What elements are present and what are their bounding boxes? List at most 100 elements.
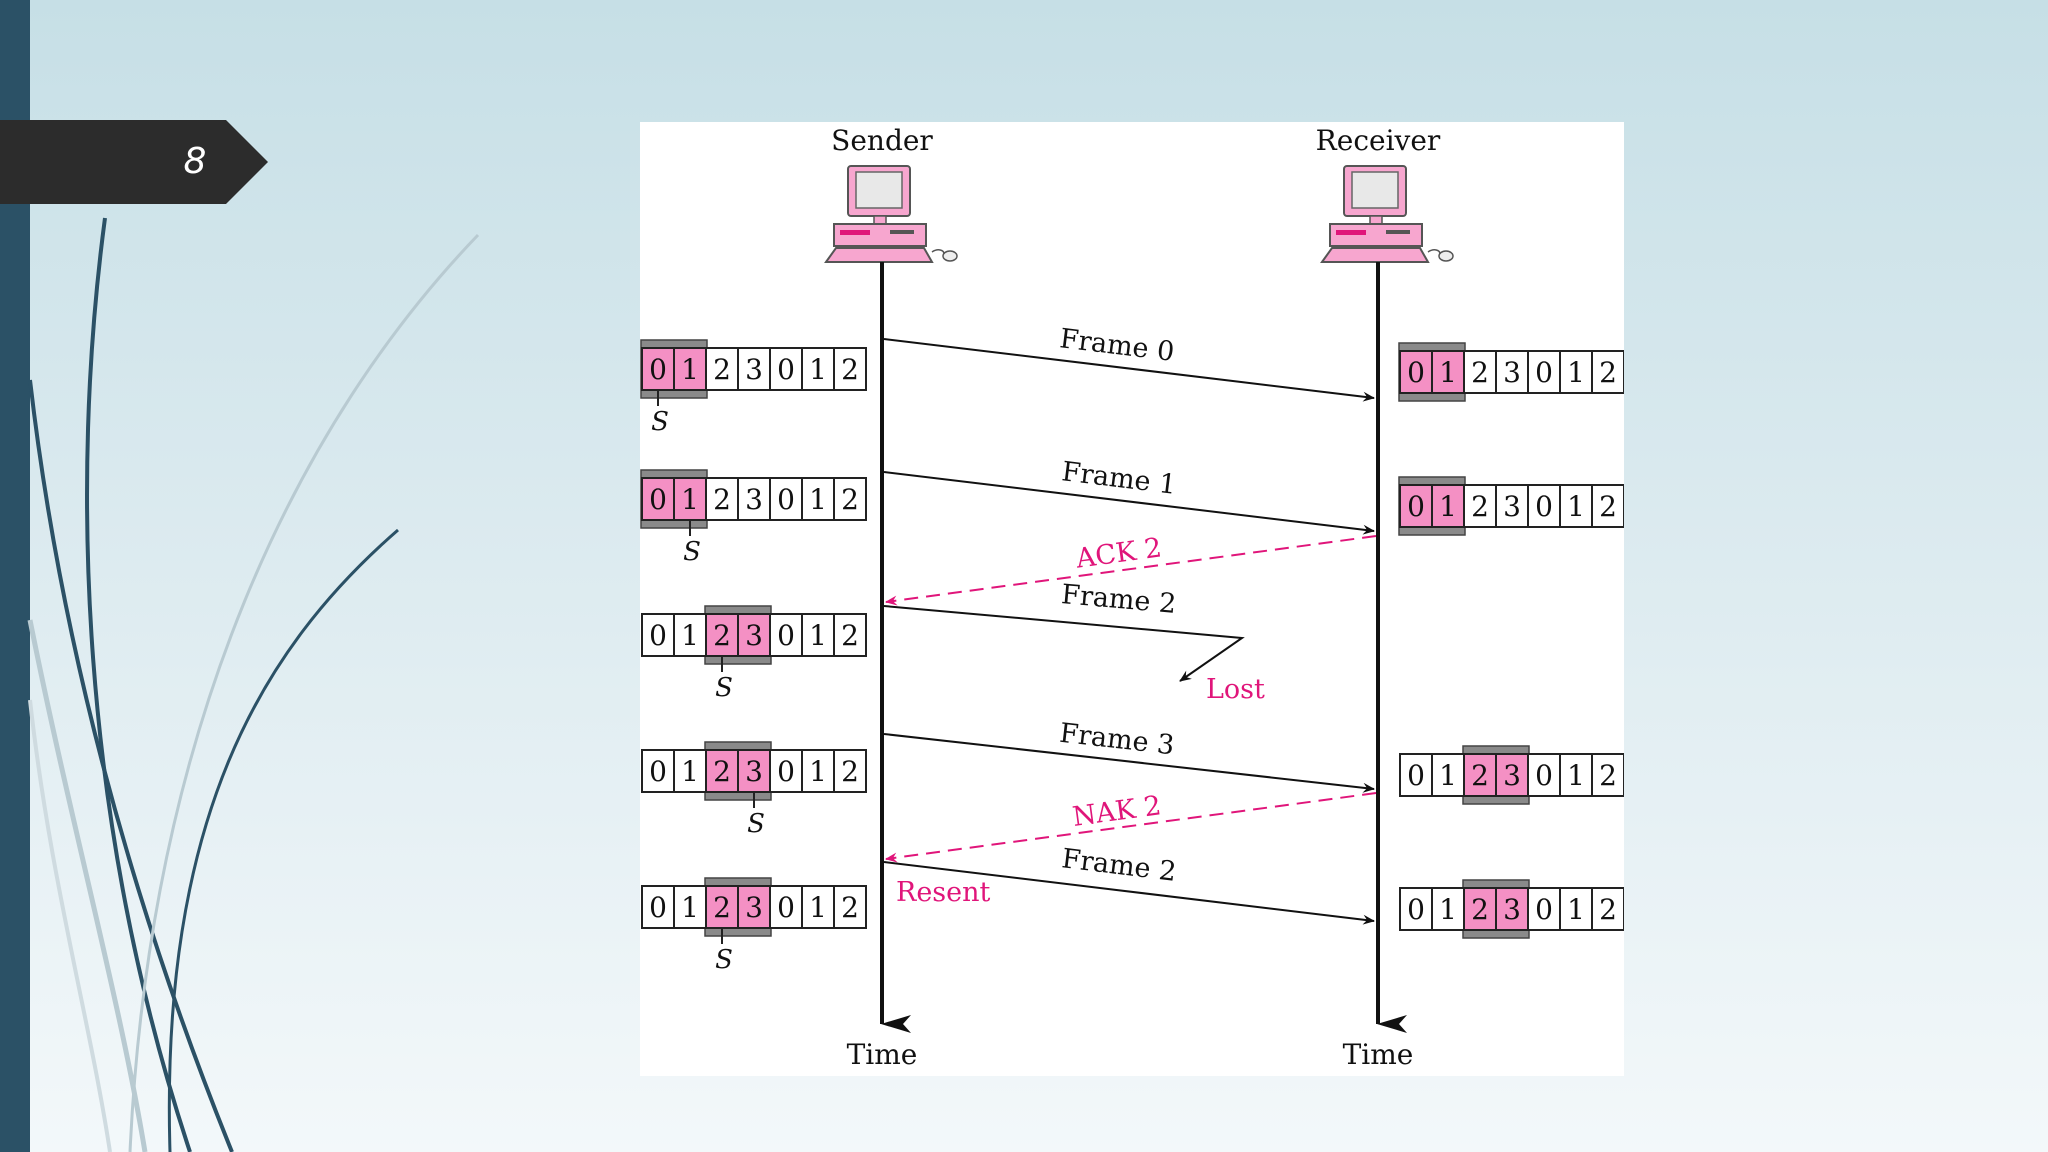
sequence-cell bbox=[641, 885, 675, 929]
nak-2-arrow bbox=[885, 792, 1377, 863]
sender-label: Sender bbox=[831, 124, 933, 157]
sequence-number: 1 bbox=[681, 619, 699, 652]
sequence-cell bbox=[1591, 753, 1624, 797]
send-pointer-label: S bbox=[747, 809, 765, 839]
sequence-number: 1 bbox=[1439, 490, 1457, 523]
sequence-number: 0 bbox=[1535, 759, 1553, 792]
sequence-cell bbox=[641, 347, 675, 391]
sequence-number: 0 bbox=[649, 755, 667, 788]
diagram-canvas: Sender Receiver Tim bbox=[640, 124, 1624, 1071]
ack-2-label: ACK 2 bbox=[1073, 532, 1163, 574]
sequence-number: 3 bbox=[1503, 893, 1521, 926]
sequence-number: 1 bbox=[681, 891, 699, 924]
send-pointer-label: S bbox=[715, 945, 733, 975]
sequence-number: 2 bbox=[841, 353, 859, 386]
sequence-cell bbox=[705, 885, 739, 929]
lost-label: Lost bbox=[1206, 674, 1265, 705]
sequence-number: 3 bbox=[1503, 490, 1521, 523]
slide-number: 8 bbox=[183, 141, 207, 182]
send-pointer-label: S bbox=[651, 407, 669, 437]
sequence-number: 2 bbox=[713, 353, 731, 386]
sequence-cell bbox=[673, 347, 707, 391]
sequence-cell bbox=[801, 477, 835, 521]
sequence-cell bbox=[801, 613, 835, 657]
sender-time-label: Time bbox=[847, 1038, 918, 1071]
sequence-number: 0 bbox=[777, 483, 795, 516]
sequence-number: 2 bbox=[1471, 759, 1489, 792]
sequence-cell bbox=[769, 749, 803, 793]
sequence-number: 1 bbox=[809, 483, 827, 516]
sequence-cell bbox=[1591, 350, 1624, 394]
sequence-cell bbox=[1559, 887, 1593, 931]
sequence-cell bbox=[673, 885, 707, 929]
sequence-cell bbox=[833, 613, 867, 657]
sequence-cell bbox=[1495, 350, 1529, 394]
sequence-number: 2 bbox=[841, 755, 859, 788]
sequence-cell bbox=[1559, 753, 1593, 797]
sequence-number: 2 bbox=[841, 619, 859, 652]
sequence-cell bbox=[641, 477, 675, 521]
sequence-cell bbox=[833, 477, 867, 521]
sequence-number: 0 bbox=[1535, 490, 1553, 523]
sequence-number: 3 bbox=[745, 619, 763, 652]
sequence-number: 0 bbox=[1407, 759, 1425, 792]
sequence-cell bbox=[769, 477, 803, 521]
sequence-number: 0 bbox=[649, 483, 667, 516]
sequence-cell bbox=[1431, 753, 1465, 797]
sequence-number: 1 bbox=[1567, 759, 1585, 792]
sequence-number: 0 bbox=[649, 891, 667, 924]
sequence-cell bbox=[737, 613, 771, 657]
selective-repeat-arq-diagram: Sender Receiver Tim bbox=[640, 122, 1624, 1076]
sequence-number: 2 bbox=[841, 483, 859, 516]
sequence-cell bbox=[641, 613, 675, 657]
sequence-cell bbox=[1495, 484, 1529, 528]
sequence-number: 2 bbox=[713, 755, 731, 788]
sequence-number: 0 bbox=[777, 891, 795, 924]
sequence-cell bbox=[1527, 887, 1561, 931]
sequence-number: 0 bbox=[649, 353, 667, 386]
sequence-cell bbox=[1495, 887, 1529, 931]
sequence-number: 1 bbox=[681, 755, 699, 788]
slide-number-tab bbox=[0, 120, 268, 204]
frame-1-arrow bbox=[883, 471, 1375, 535]
sequence-number: 2 bbox=[1471, 893, 1489, 926]
sequence-cell bbox=[1463, 753, 1497, 797]
sequence-number: 1 bbox=[1567, 893, 1585, 926]
frame-1-label: Frame 1 bbox=[1060, 456, 1178, 501]
sequence-number: 2 bbox=[1471, 490, 1489, 523]
sequence-number: 2 bbox=[1599, 893, 1617, 926]
sequence-number: 0 bbox=[1407, 356, 1425, 389]
sequence-number: 1 bbox=[809, 755, 827, 788]
sequence-number: 2 bbox=[1599, 356, 1617, 389]
sequence-number: 2 bbox=[841, 891, 859, 924]
sequence-number: 1 bbox=[1439, 893, 1457, 926]
sequence-cell bbox=[737, 347, 771, 391]
sequence-number: 0 bbox=[1407, 490, 1425, 523]
sequence-number: 2 bbox=[1599, 759, 1617, 792]
sequence-cell bbox=[1431, 350, 1465, 394]
nak-2-label: NAK 2 bbox=[1071, 790, 1163, 833]
sequence-cell bbox=[673, 477, 707, 521]
sequence-number: 2 bbox=[1599, 490, 1617, 523]
sequence-cell bbox=[1559, 350, 1593, 394]
sequence-number: 3 bbox=[745, 891, 763, 924]
sequence-number: 0 bbox=[777, 619, 795, 652]
sequence-number: 1 bbox=[1439, 356, 1457, 389]
frame-3-arrow bbox=[883, 733, 1375, 793]
sequence-cell bbox=[1431, 484, 1465, 528]
sequence-number: 0 bbox=[777, 755, 795, 788]
sequence-number: 2 bbox=[1471, 356, 1489, 389]
sequence-cell bbox=[769, 613, 803, 657]
sequence-number: 3 bbox=[745, 353, 763, 386]
frame-2-lost-arrow bbox=[883, 605, 1245, 682]
sequence-cell bbox=[801, 749, 835, 793]
frame-2-label: Frame 2 bbox=[1060, 579, 1177, 620]
